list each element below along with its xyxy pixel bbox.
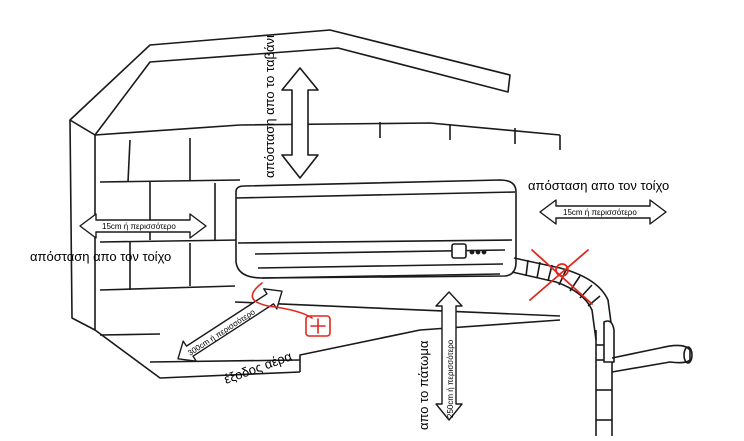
- right-wall-arrow: [539, 199, 667, 225]
- indoor-unit: [235, 179, 517, 279]
- floor-distance-arrow: [435, 291, 463, 421]
- left-wall-distance-label: απόσταση απο τον τοίχο: [30, 249, 171, 264]
- air-outlet-min-label: 300cm ή περισσότερο: [186, 307, 257, 357]
- left-wall-min-label: 15cm ή περισσότερο: [102, 222, 176, 231]
- air-outlet-label: έξοδος αέρα: [222, 348, 294, 387]
- ceiling-distance-label: απόσταση απο το ταβάνι: [262, 35, 277, 178]
- cross-mark-icon: [529, 249, 593, 305]
- plus-box-icon: [251, 282, 331, 337]
- air-outlet-arrow: [177, 288, 283, 362]
- ceiling-distance-arrow: [281, 67, 319, 179]
- floor-min-label: 250cm ή περισσότερο: [446, 339, 455, 418]
- left-wall-arrow: [79, 213, 207, 239]
- right-wall-min-label: 15cm ή περισσότερο: [563, 208, 637, 217]
- room-outline: [69, 29, 561, 379]
- drain-pipe: [511, 257, 693, 436]
- right-wall-distance-label: απόσταση απο τον τοίχο: [528, 178, 669, 193]
- floor-distance-label: απο το πάτωμα: [416, 340, 431, 430]
